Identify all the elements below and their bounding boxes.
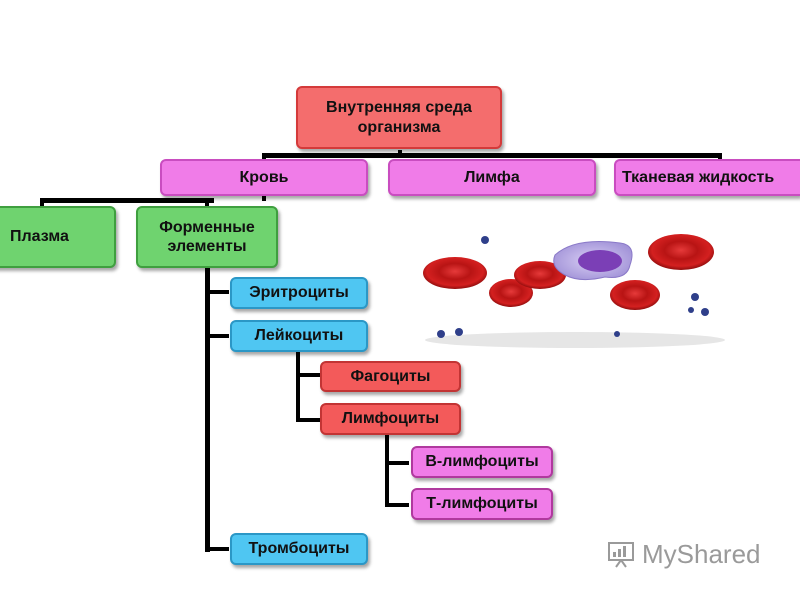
node-plasma: Плазма xyxy=(0,206,116,268)
node-label: Форменные элементы xyxy=(159,218,255,255)
platelet-icon xyxy=(455,328,463,336)
connector-line xyxy=(262,194,266,201)
red-blood-cell-icon xyxy=(489,279,533,307)
connector-line xyxy=(205,264,210,552)
node-internal-environment: Внутренняя среда организма xyxy=(296,86,502,149)
node-label: Эритроциты xyxy=(249,284,349,302)
node-label: Т-лимфоциты xyxy=(426,495,538,513)
node-label: Тканевая жидкость xyxy=(622,168,775,186)
node-lymph: Лимфа xyxy=(388,159,596,196)
connector-line xyxy=(40,198,214,203)
connector-line xyxy=(205,198,209,208)
connector-line xyxy=(296,350,300,422)
red-blood-cell-icon xyxy=(610,280,660,310)
leukocyte-nucleus-icon xyxy=(578,250,622,272)
connector-line xyxy=(718,153,722,163)
connector-line xyxy=(205,334,229,338)
node-label: Фагоциты xyxy=(350,367,431,385)
connector-line xyxy=(205,290,229,294)
connector-line xyxy=(40,198,44,208)
platelet-icon xyxy=(691,293,699,301)
node-label: Плазма xyxy=(10,228,69,246)
node-platelets: Тромбоциты xyxy=(230,533,368,565)
node-blood: Кровь xyxy=(160,159,368,196)
node-lymphocytes: Лимфоциты xyxy=(320,403,461,435)
blood-cells-illustration xyxy=(423,234,725,348)
connector-line xyxy=(262,153,722,158)
node-leukocytes: Лейкоциты xyxy=(230,320,368,352)
platelet-icon xyxy=(481,236,489,244)
node-phagocytes: Фагоциты xyxy=(320,361,461,392)
watermark-text: MyShared xyxy=(642,538,761,569)
node-formed-elements: Форменные элементы xyxy=(136,206,278,268)
node-label: Тромбоциты xyxy=(248,540,350,558)
red-blood-cell-icon xyxy=(514,261,566,289)
node-b-lymphocytes: В-лимфоциты xyxy=(411,446,553,478)
connector-line xyxy=(296,418,320,422)
node-label: Лимфоциты xyxy=(341,410,440,428)
node-erythrocytes: Эритроциты xyxy=(230,277,368,309)
projector-screen-icon xyxy=(608,542,634,568)
connector-line xyxy=(385,435,389,507)
red-blood-cell-icon xyxy=(423,257,487,289)
connector-line xyxy=(385,461,409,465)
cell-shadow xyxy=(425,332,725,348)
red-blood-cell-icon xyxy=(648,234,714,270)
platelet-icon xyxy=(688,307,694,313)
platelet-icon xyxy=(701,308,709,316)
node-label: Кровь xyxy=(239,168,289,186)
connector-line xyxy=(296,373,320,377)
platelet-icon xyxy=(437,330,445,338)
connector-line xyxy=(385,503,409,507)
node-t-lymphocytes: Т-лимфоциты xyxy=(411,488,553,520)
node-label: Лимфа xyxy=(464,168,520,186)
platelet-icon xyxy=(614,331,620,337)
connector-line xyxy=(205,547,229,551)
node-tissue-fluid: Тканевая жидкость xyxy=(614,159,800,196)
myshared-watermark: MyShared xyxy=(606,537,776,571)
node-label: Лейкоциты xyxy=(254,327,344,345)
node-label: В-лимфоциты xyxy=(425,453,539,471)
connector-line xyxy=(262,153,266,163)
node-label: Внутренняя среда организма xyxy=(326,99,472,136)
